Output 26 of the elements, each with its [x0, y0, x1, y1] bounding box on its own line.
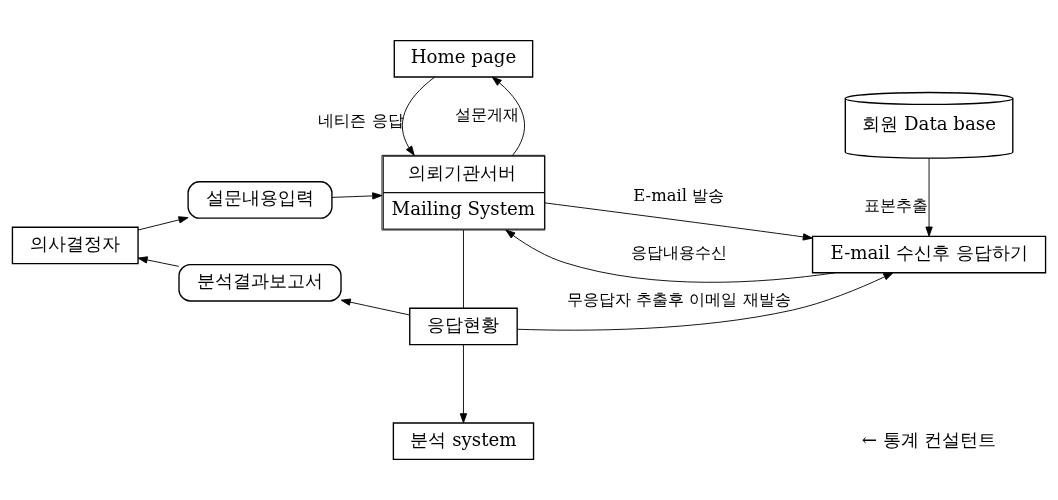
arrow [331, 192, 383, 200]
node-box: 응답현황 [409, 307, 518, 346]
node-box: Home page [393, 39, 534, 78]
edge-label: 표본추출 [863, 195, 928, 215]
edge-label: E-mail 발송 [633, 186, 725, 206]
connector [463, 229, 464, 309]
arrow [137, 256, 180, 267]
arrow [544, 202, 813, 241]
node-box: 분석결과보고서 [178, 263, 342, 302]
arrow [459, 344, 468, 424]
edge-label: 무응답자 추출후 이메일 재발송 [566, 289, 791, 309]
label: ← 통계 컨설턴트 [861, 428, 997, 450]
arrow [340, 298, 410, 316]
arrow [925, 157, 933, 237]
node-box: 설문내용입력 [187, 181, 333, 219]
arrow [401, 76, 436, 156]
edge-label: 설문게재 [454, 105, 519, 125]
edge-label: 네티즌 응답 [318, 110, 404, 130]
arrow [137, 216, 189, 231]
arrow [505, 229, 836, 283]
node-box: 분석 system [392, 422, 535, 461]
arrow [491, 76, 525, 156]
node-box: E-mail 수신후 응답하기 [811, 235, 1047, 274]
node-box: 의사결정자 [11, 226, 139, 265]
edge-label: 응답내용수신 [630, 242, 727, 262]
arrow [516, 272, 894, 331]
